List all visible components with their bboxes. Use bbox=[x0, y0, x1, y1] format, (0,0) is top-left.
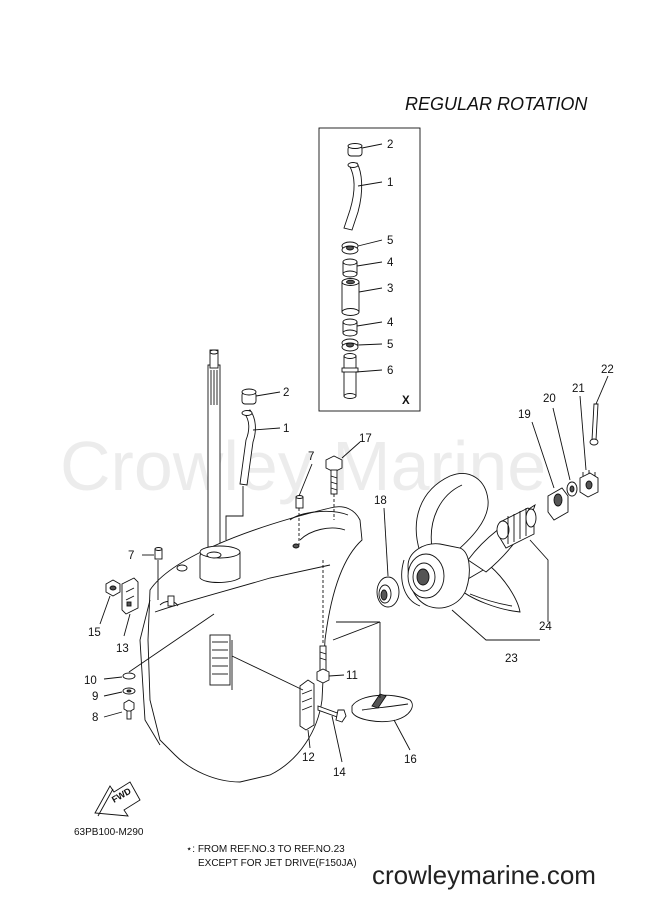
washer-20[interactable] bbox=[566, 481, 578, 497]
callout-kit-5a[interactable]: 5 bbox=[387, 235, 393, 247]
kit-sleeve[interactable] bbox=[341, 278, 360, 316]
callout-1[interactable]: 1 bbox=[283, 423, 289, 435]
washer-10[interactable] bbox=[122, 672, 136, 680]
callout-kit-3[interactable]: 3 bbox=[387, 283, 393, 295]
anode-13[interactable] bbox=[121, 577, 139, 615]
lower-unit-housing[interactable] bbox=[139, 506, 363, 783]
diagram-code: 63PB100-M290 bbox=[74, 827, 144, 838]
callout-kit-2[interactable]: 2 bbox=[387, 139, 393, 151]
diagram-title: REGULAR ROTATION bbox=[405, 94, 588, 114]
kit-grommet[interactable] bbox=[347, 143, 363, 157]
callout-kit-5b[interactable]: 5 bbox=[387, 339, 393, 351]
callout-7-lower[interactable]: 7 bbox=[128, 550, 134, 562]
bolt-17[interactable] bbox=[325, 455, 343, 495]
footnote-line-2: EXCEPT FOR JET DRIVE(F150JA) bbox=[198, 858, 357, 869]
callout-10[interactable]: 10 bbox=[84, 675, 97, 687]
callout-13[interactable]: 13 bbox=[116, 643, 129, 655]
callout-8[interactable]: 8 bbox=[92, 712, 98, 724]
prop-nut-21[interactable] bbox=[579, 470, 599, 498]
callout-14[interactable]: 14 bbox=[333, 767, 346, 779]
callout-21[interactable]: 21 bbox=[572, 383, 585, 395]
dowel-pin-upper[interactable] bbox=[295, 495, 304, 509]
callout-2[interactable]: 2 bbox=[283, 387, 289, 399]
dowel-pin-lower[interactable] bbox=[154, 547, 163, 560]
fwd-arrow-icon: FWD bbox=[94, 781, 141, 817]
callout-kit-1[interactable]: 1 bbox=[387, 177, 393, 189]
kit-oil-seal-a[interactable] bbox=[341, 241, 359, 255]
thrust-washer-18[interactable] bbox=[376, 576, 400, 608]
drive-shaft[interactable] bbox=[207, 349, 221, 556]
grommet[interactable] bbox=[241, 388, 257, 405]
callout-17[interactable]: 17 bbox=[359, 433, 372, 445]
callout-11[interactable]: 11 bbox=[346, 670, 358, 682]
spline-washer-24[interactable] bbox=[496, 507, 537, 549]
kit-collar[interactable] bbox=[341, 353, 359, 399]
bolt-14[interactable] bbox=[317, 705, 347, 723]
callout-19[interactable]: 19 bbox=[518, 409, 531, 421]
callout-16[interactable]: 16 bbox=[404, 754, 417, 766]
callout-7-upper[interactable]: 7 bbox=[308, 451, 314, 463]
callout-24[interactable]: 24 bbox=[539, 621, 552, 633]
trim-tab-16[interactable] bbox=[351, 693, 413, 723]
callout-kit-4b[interactable]: 4 bbox=[387, 317, 394, 329]
callout-20[interactable]: 20 bbox=[543, 393, 556, 405]
callout-9[interactable]: 9 bbox=[92, 691, 98, 703]
callout-23[interactable]: 23 bbox=[505, 653, 518, 665]
kit-box: 2 1 5 4 3 4 5 6 X bbox=[318, 127, 421, 412]
callout-18[interactable]: 18 bbox=[374, 495, 387, 507]
bolt-8[interactable] bbox=[123, 699, 135, 720]
cotter-pin-22[interactable] bbox=[589, 403, 599, 446]
kit-bushing-b[interactable] bbox=[342, 318, 358, 337]
nut-15[interactable] bbox=[105, 579, 121, 597]
washer-19[interactable] bbox=[547, 487, 569, 521]
washer-9[interactable] bbox=[122, 687, 136, 695]
callout-kit-4a[interactable]: 4 bbox=[387, 257, 394, 269]
callout-kit-6[interactable]: 6 bbox=[387, 365, 393, 377]
kit-oil-seal-b[interactable] bbox=[341, 338, 359, 352]
callout-15[interactable]: 15 bbox=[88, 627, 101, 639]
callout-12[interactable]: 12 bbox=[302, 752, 315, 764]
callout-22[interactable]: 22 bbox=[601, 364, 614, 376]
anode-12[interactable] bbox=[299, 679, 315, 731]
kit-water-tube[interactable] bbox=[343, 162, 363, 231]
water-tube[interactable] bbox=[239, 409, 256, 486]
bolt-11[interactable] bbox=[316, 645, 330, 684]
kit-marker: X bbox=[402, 395, 410, 407]
footnote-line-1: ⋆: FROM REF.NO.3 TO REF.NO.23 bbox=[186, 844, 345, 855]
kit-bushing-a[interactable] bbox=[342, 258, 358, 278]
website-text[interactable]: crowleymarine.com bbox=[372, 860, 596, 890]
